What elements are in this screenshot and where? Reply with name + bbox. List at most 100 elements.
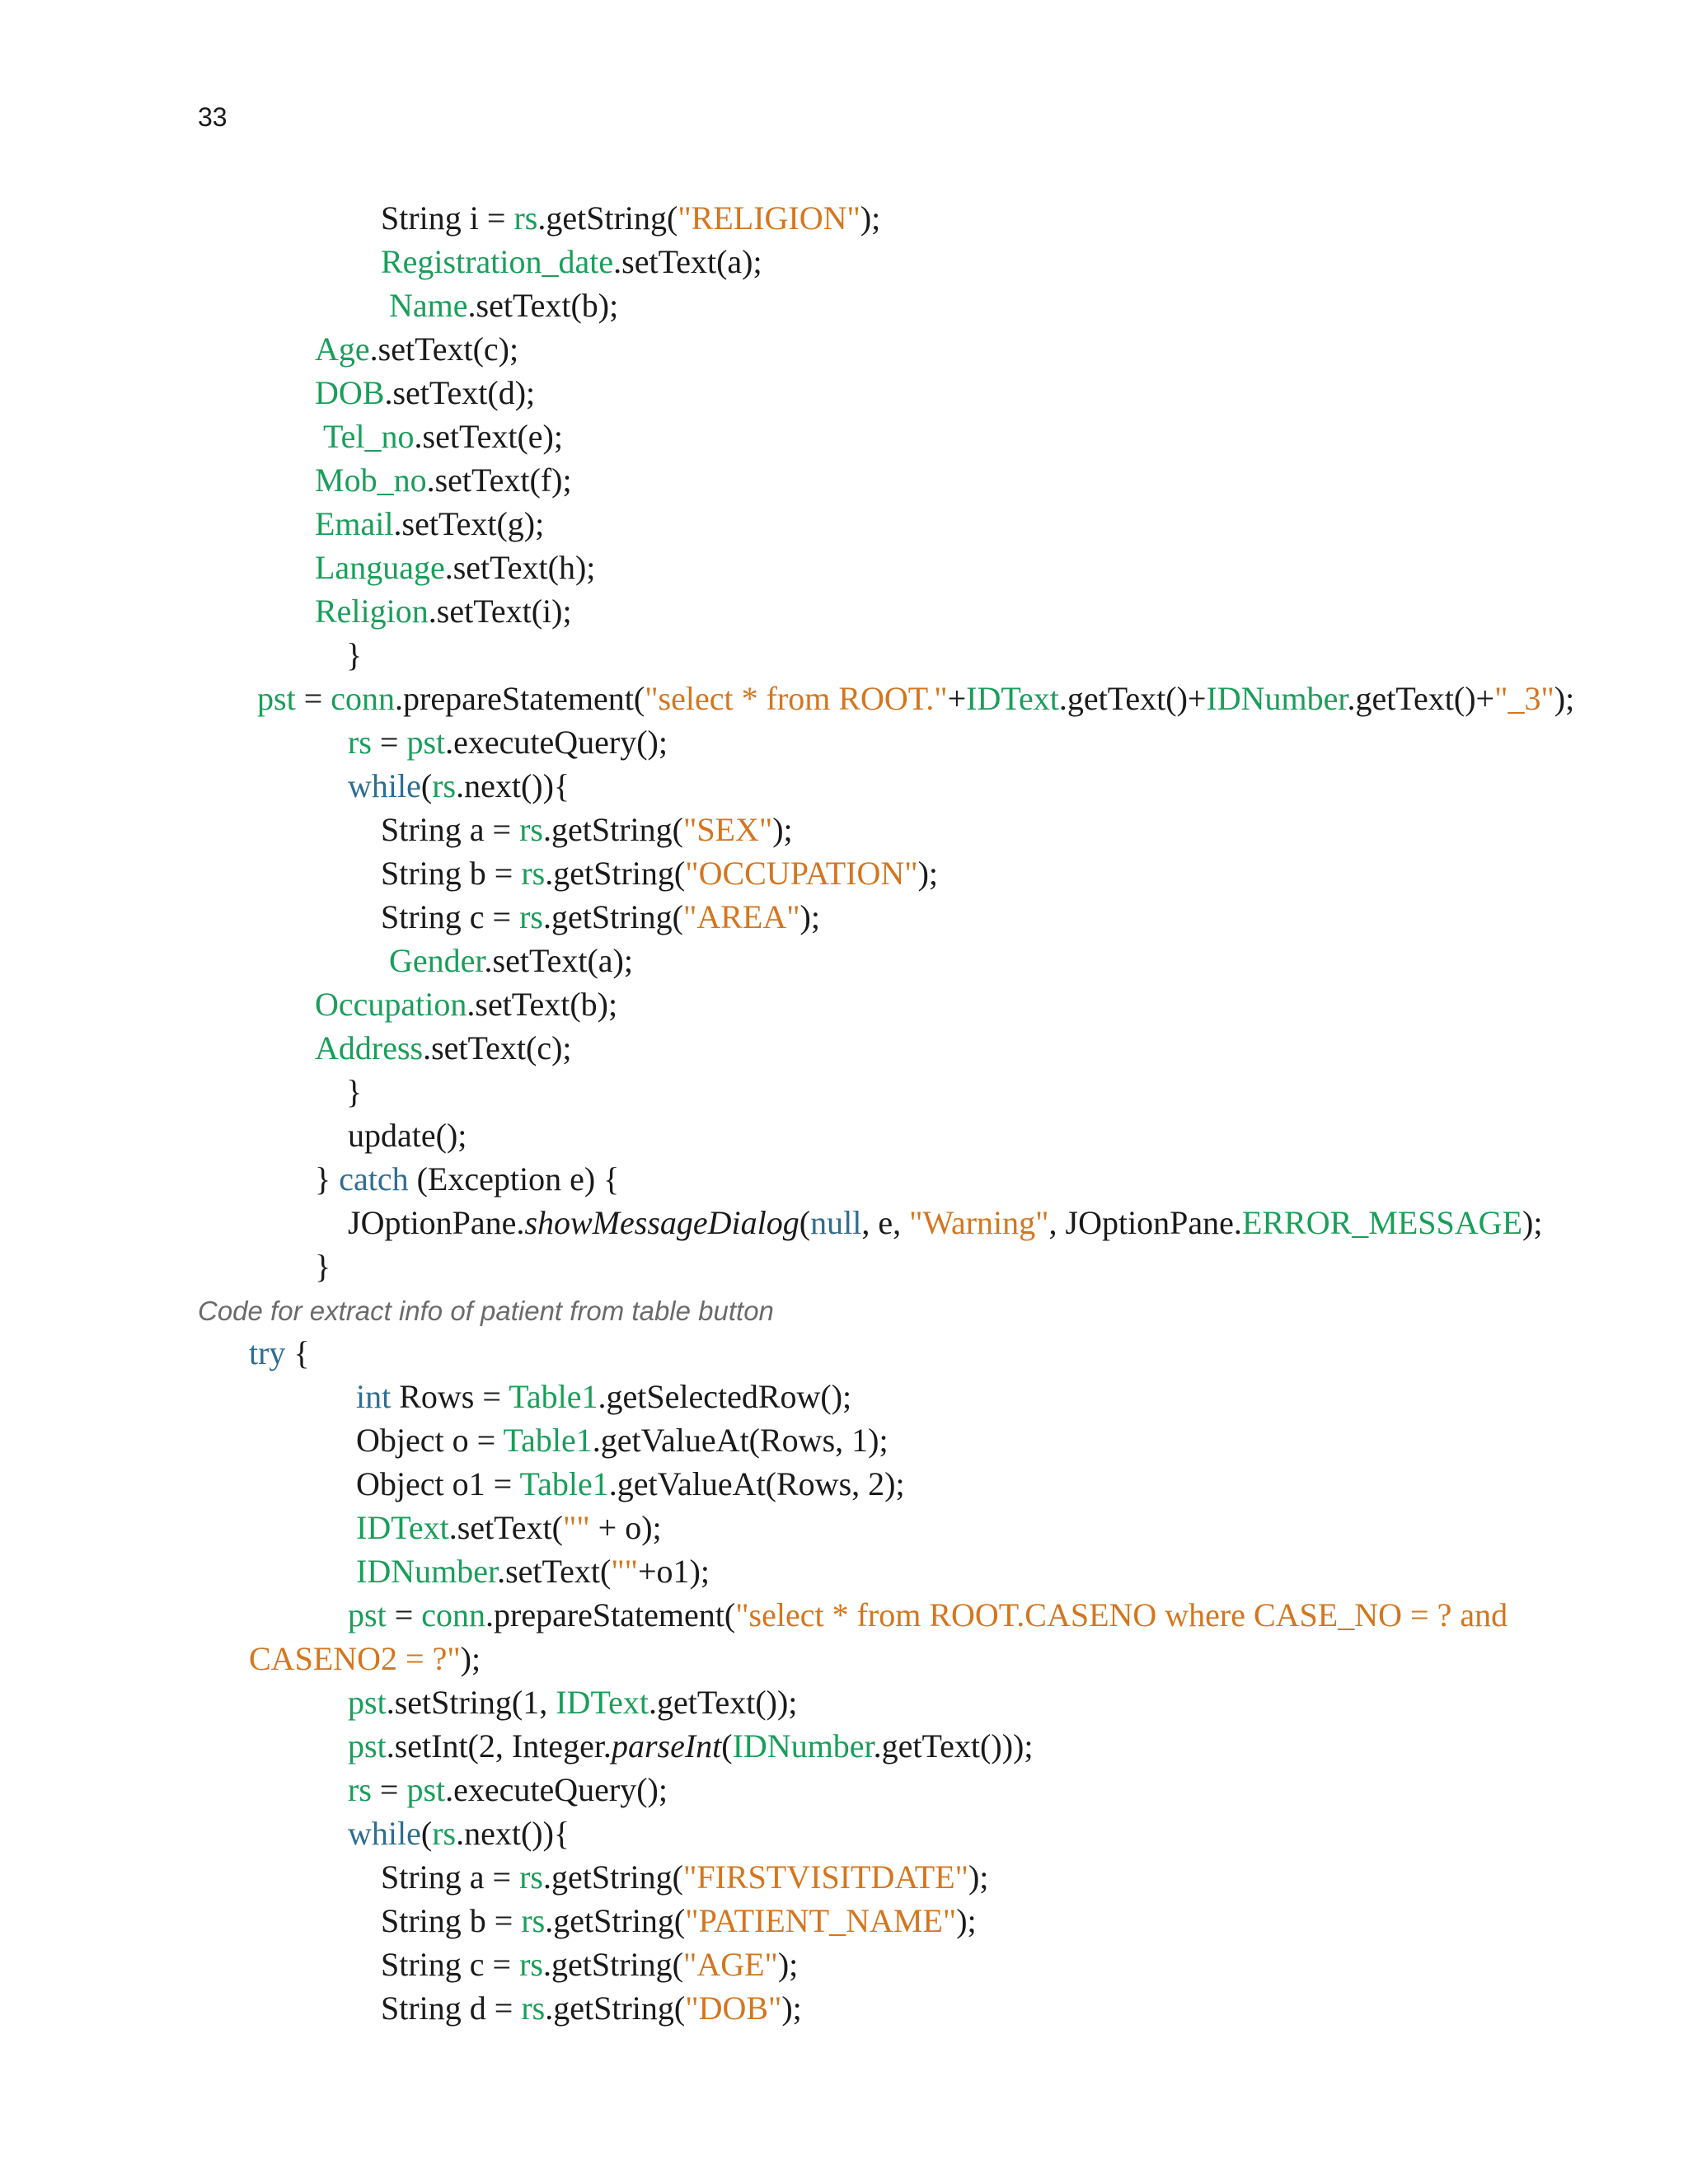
code-token: .getString( — [543, 1946, 683, 1983]
code-token: ); — [1522, 1204, 1543, 1241]
code-line: Object o1 = Table1.getValueAt(Rows, 2); — [356, 1464, 905, 1505]
code-line: rs = pst.executeQuery(); — [348, 1769, 668, 1811]
code-token: while — [348, 767, 421, 804]
code-token: IDText — [556, 1684, 649, 1721]
code-token: pst — [348, 1727, 387, 1765]
code-token: .next()){ — [456, 767, 570, 804]
code-token: .next()){ — [456, 1815, 570, 1852]
code-line: String c = rs.getString("AREA"); — [381, 897, 820, 938]
code-line: Gender.setText(a); — [389, 940, 633, 982]
code-token: .executeQuery(); — [445, 1771, 668, 1808]
code-line: String c = rs.getString("AGE"); — [381, 1944, 798, 1985]
code-token: .getText()); — [648, 1684, 798, 1721]
code-token: rs — [519, 1858, 543, 1896]
code-line: Religion.setText(i); — [315, 591, 572, 632]
code-token: "DOB" — [685, 1990, 782, 2027]
code-token: , JOptionPane. — [1048, 1204, 1242, 1241]
code-token: , e, — [861, 1204, 910, 1241]
code-token: Registration_date — [381, 243, 614, 280]
code-line: Age.setText(c); — [315, 329, 518, 370]
code-token: .getValueAt(Rows, 2); — [608, 1465, 905, 1502]
code-line: String a = rs.getString("SEX"); — [381, 809, 793, 851]
code-line: DOB.setText(d); — [315, 373, 535, 414]
code-token: showMessageDialog — [524, 1204, 799, 1241]
code-token: .setText(c); — [423, 1029, 572, 1066]
code-line: rs = pst.executeQuery(); — [348, 722, 668, 763]
code-token: ); — [860, 199, 881, 237]
code-token: .getText()+ — [1347, 680, 1495, 717]
code-token: ( — [420, 1815, 433, 1852]
code-token: String i = — [381, 199, 514, 237]
code-line: IDNumber.setText(""+o1); — [356, 1551, 710, 1592]
code-token: ); — [968, 1858, 989, 1896]
code-line: String b = rs.getString("PATIENT_NAME"); — [381, 1900, 977, 1942]
code-token: .getString( — [545, 1902, 686, 1939]
code-token: .setText(b); — [467, 287, 619, 324]
code-token: pst — [257, 680, 296, 717]
code-line: Language.setText(h); — [315, 547, 595, 588]
code-token: .executeQuery(); — [445, 724, 668, 761]
code-line: Email.setText(g); — [315, 504, 544, 545]
code-token: Language — [315, 549, 445, 586]
code-line: while(rs.next()){ — [348, 766, 570, 807]
code-token: .getString( — [537, 199, 678, 237]
code-token: .setText(a); — [613, 243, 762, 280]
code-line: pst.setInt(2, Integer.parseInt(IDNumber.… — [348, 1726, 1033, 1767]
code-line: update(); — [348, 1115, 467, 1156]
code-token: String b = — [381, 855, 522, 892]
code-line: String i = rs.getString("RELIGION"); — [381, 198, 880, 239]
code-line: Object o = Table1.getValueAt(Rows, 1); — [356, 1420, 889, 1461]
code-token: ( — [420, 767, 433, 804]
code-line: pst = conn.prepareStatement("select * fr… — [348, 1595, 1507, 1636]
code-token: = — [386, 1596, 422, 1633]
code-token: ); — [956, 1902, 977, 1939]
code-token: "RELIGION" — [678, 199, 860, 237]
code-token: = — [371, 724, 407, 761]
code-token: Tel_no — [323, 418, 415, 455]
code-token: String a = — [381, 811, 520, 848]
code-token: rs — [521, 855, 546, 892]
code-token: int — [356, 1378, 392, 1415]
code-token: IDNumber — [356, 1553, 498, 1590]
code-line: int Rows = Table1.getSelectedRow(); — [356, 1376, 851, 1418]
code-token: "PATIENT_NAME" — [685, 1902, 957, 1939]
code-token: String c = — [381, 1946, 520, 1983]
code-token: .setText(c); — [369, 330, 519, 368]
code-token: try — [249, 1334, 286, 1371]
code-token: .getString( — [543, 1858, 683, 1896]
code-token: "Warning" — [909, 1204, 1049, 1241]
code-token: Age — [315, 330, 370, 368]
code-token: ); — [772, 811, 793, 848]
code-token: .getValueAt(Rows, 1); — [592, 1422, 889, 1459]
code-token: String a = — [381, 1858, 520, 1896]
code-token: .prepareStatement( — [485, 1596, 736, 1633]
page-number: 33 — [198, 102, 227, 132]
code-token: .setText(e); — [414, 418, 563, 455]
code-token: "_3" — [1494, 680, 1554, 717]
code-token: .getSelectedRow(); — [598, 1378, 852, 1415]
code-token: .setText(d); — [384, 374, 536, 411]
code-token: Table1 — [519, 1465, 609, 1502]
code-token: Table1 — [503, 1422, 593, 1459]
code-line: while(rs.next()){ — [348, 1813, 570, 1854]
code-caption: Code for extract info of patient from ta… — [198, 1296, 774, 1326]
code-token: } — [315, 1160, 340, 1197]
code-token: rs — [519, 811, 543, 848]
code-token: pst — [348, 1684, 387, 1721]
code-token: .setString(1, — [386, 1684, 556, 1721]
code-token: ); — [799, 898, 820, 935]
code-token: rs — [519, 898, 543, 935]
code-token: ( — [799, 1204, 811, 1241]
code-token: Address — [315, 1029, 424, 1066]
code-token: Religion — [315, 593, 429, 630]
code-token: "AREA" — [682, 898, 800, 935]
code-token: IDNumber — [1206, 680, 1348, 717]
code-line: } — [315, 1246, 331, 1287]
code-line: String b = rs.getString("OCCUPATION"); — [381, 853, 938, 894]
code-token: } — [315, 1248, 331, 1285]
code-token: .setText(h); — [444, 549, 596, 586]
code-token: IDText — [966, 680, 1059, 717]
code-token: JOptionPane. — [348, 1204, 525, 1241]
code-token: rs — [513, 199, 538, 237]
